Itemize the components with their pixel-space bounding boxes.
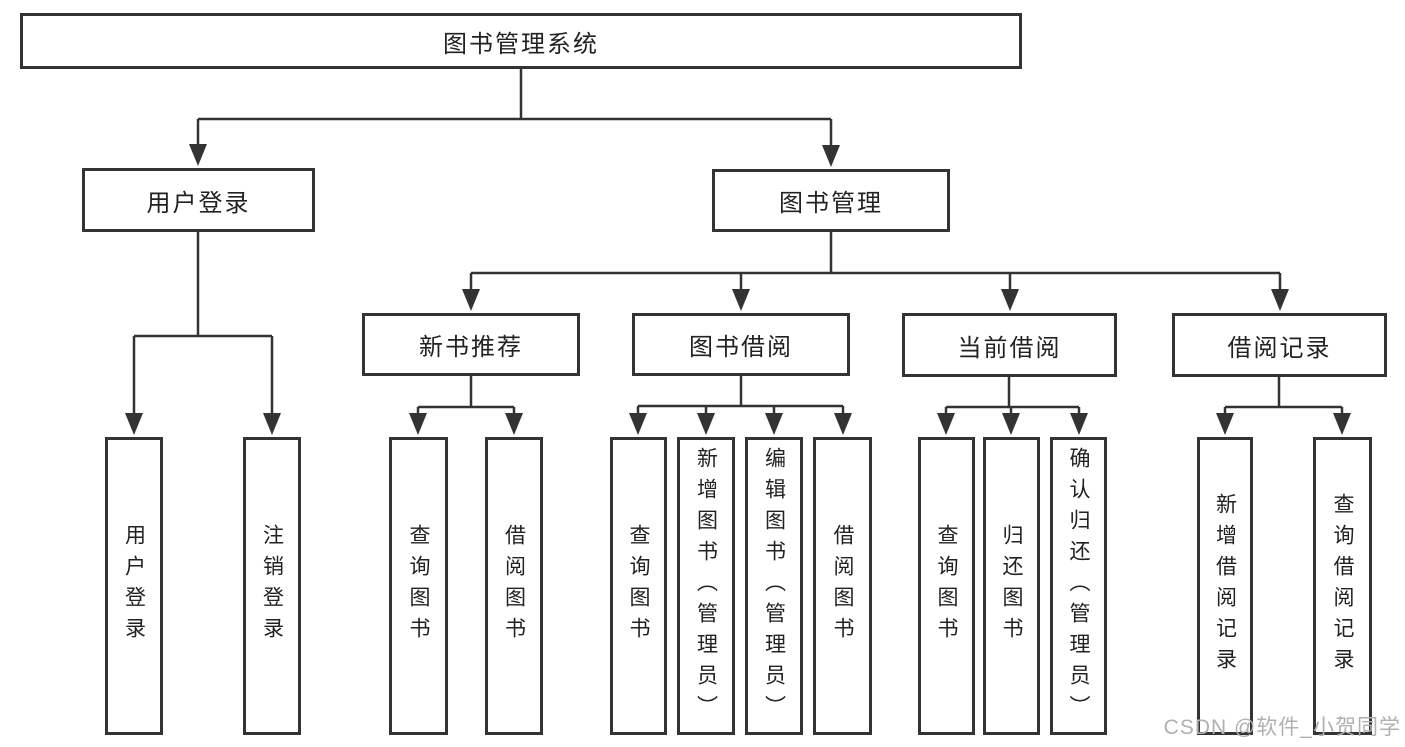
leaf-logout: 注销登录 xyxy=(243,437,301,735)
leaf-recommend-borrow-books-label: 借阅图书 xyxy=(502,524,526,648)
edge-book-management-branch xyxy=(462,232,1289,311)
leaf-current-query-books: 查询图书 xyxy=(918,437,975,735)
leaf-recommend-query-books-label: 查询图书 xyxy=(407,524,430,648)
leaf-add-books-admin-label: 新增图书（管理员） xyxy=(694,446,718,726)
leaf-add-books-admin: 新增图书（管理员） xyxy=(677,437,735,735)
edge-root-to-level2 xyxy=(189,69,840,167)
node-book-management: 图书管理 xyxy=(712,169,950,232)
node-borrow-record-label: 借阅记录 xyxy=(1227,334,1332,362)
leaf-query-borrow-record: 查询借阅记录 xyxy=(1313,437,1372,735)
leaf-add-borrow-record: 新增借阅记录 xyxy=(1197,437,1253,735)
node-user-login: 用户登录 xyxy=(82,168,315,232)
leaf-borrow-books-label: 借阅图书 xyxy=(831,524,854,648)
leaf-user-login: 用户登录 xyxy=(105,437,163,735)
edge-borrow-record-branch xyxy=(1216,377,1351,435)
node-current-borrow-label: 当前借阅 xyxy=(957,334,1062,362)
node-book-borrow-label: 图书借阅 xyxy=(689,334,793,361)
node-book-management-label: 图书管理 xyxy=(779,190,883,217)
node-root: 图书管理系统 xyxy=(20,13,1022,69)
node-root-label: 图书管理系统 xyxy=(443,30,599,58)
leaf-user-login-label: 用户登录 xyxy=(122,524,146,648)
leaf-borrow-query-books: 查询图书 xyxy=(610,437,667,735)
node-borrow-record: 借阅记录 xyxy=(1172,313,1387,377)
leaf-recommend-borrow-books: 借阅图书 xyxy=(485,437,543,735)
leaf-recommend-query-books: 查询图书 xyxy=(389,437,448,735)
leaf-confirm-return-admin: 确认归还（管理员） xyxy=(1050,437,1107,735)
leaf-edit-books-admin-label: 编辑图书（管理员） xyxy=(762,446,786,726)
leaf-confirm-return-admin-label: 确认归还（管理员） xyxy=(1067,446,1090,726)
edge-current-borrow-branch xyxy=(937,377,1088,435)
leaf-borrow-books: 借阅图书 xyxy=(813,437,872,735)
leaf-current-query-books-label: 查询图书 xyxy=(935,524,958,648)
leaf-edit-books-admin: 编辑图书（管理员） xyxy=(745,437,803,735)
edge-book-borrow-branch xyxy=(629,376,852,435)
leaf-add-borrow-record-label: 新增借阅记录 xyxy=(1213,493,1237,679)
leaf-return-books: 归还图书 xyxy=(983,437,1040,735)
leaf-query-borrow-record-label: 查询借阅记录 xyxy=(1331,493,1354,679)
node-current-borrow: 当前借阅 xyxy=(902,313,1117,377)
leaf-logout-label: 注销登录 xyxy=(260,524,284,648)
leaf-borrow-query-books-label: 查询图书 xyxy=(627,524,650,648)
node-book-borrow: 图书借阅 xyxy=(632,313,850,376)
csdn-watermark: CSDN @软件_小贺同学 xyxy=(1163,716,1401,739)
node-new-book-recommend-label: 新书推荐 xyxy=(419,334,523,361)
node-new-book-recommend: 新书推荐 xyxy=(362,313,580,376)
edge-new-book-recommend-branch xyxy=(409,376,523,435)
leaf-return-books-label: 归还图书 xyxy=(1000,524,1023,648)
edge-user-login-branch xyxy=(125,232,281,435)
node-user-login-label: 用户登录 xyxy=(146,189,251,217)
